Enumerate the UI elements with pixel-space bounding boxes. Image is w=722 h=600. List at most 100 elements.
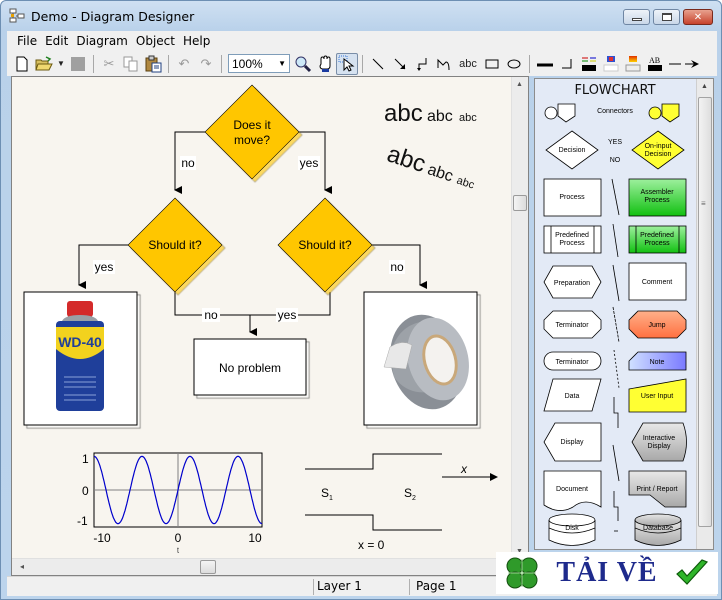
arrow-line-tool-button[interactable] (389, 53, 411, 75)
elbow-connector-button[interactable] (411, 53, 433, 75)
palette-scrollbar[interactable]: ▲ ≡ (696, 79, 713, 549)
cut-button[interactable]: ✂ (98, 53, 120, 75)
svg-text:-10: -10 (93, 531, 111, 545)
menu-diagram[interactable]: Diagram (76, 34, 128, 48)
maximize-button[interactable] (653, 9, 680, 25)
svg-text:Process: Process (644, 240, 670, 247)
open-dropdown-button[interactable]: ▼ (55, 53, 67, 75)
ellipse-tool-button[interactable] (503, 53, 525, 75)
svg-text:Decision: Decision (645, 151, 672, 158)
decision-does-it-move[interactable] (204, 84, 300, 180)
gradient-fill-button[interactable] (622, 53, 644, 75)
minimize-button[interactable] (623, 9, 650, 25)
decision1-line1: Does it (233, 118, 271, 132)
line-color-button[interactable] (578, 53, 600, 75)
paste-button[interactable] (142, 53, 164, 75)
zoom-icon (295, 56, 312, 72)
new-button[interactable] (11, 53, 33, 75)
x-zero-label: x = 0 (358, 538, 385, 552)
decision-should-it-left[interactable] (127, 197, 223, 293)
title-bar[interactable]: Demo - Diagram Designer ✕ (1, 1, 721, 31)
open-button[interactable] (33, 53, 55, 75)
undo-icon: ↶ (178, 55, 190, 71)
horizontal-scroll-thumb[interactable] (200, 560, 216, 574)
svg-text:10: 10 (248, 531, 262, 545)
edge-label-yes: yes (278, 308, 297, 322)
menu-file[interactable]: File (17, 34, 38, 48)
fill-color-button[interactable] (600, 53, 622, 75)
scroll-down-icon[interactable]: ▼ (516, 548, 523, 555)
edge-label-no: no (204, 308, 218, 322)
line-icon (372, 58, 384, 69)
undo-button[interactable]: ↶ (173, 53, 195, 75)
copy-button[interactable] (120, 53, 142, 75)
rectangle-tool-button[interactable] (481, 53, 503, 75)
svg-text:Preparation: Preparation (554, 280, 590, 287)
sine-chart[interactable]: 1 0 -1 -10 0 10 t (77, 452, 263, 555)
palette-title: FLOWCHART (574, 83, 656, 98)
redo-button[interactable]: ↷ (195, 53, 217, 75)
scroll-left-icon[interactable]: ◂ (20, 562, 25, 571)
scroll-up-icon[interactable]: ▲ (516, 81, 523, 88)
svg-text:Interactive: Interactive (643, 435, 675, 442)
cut-icon: ✂ (103, 55, 115, 71)
pan-button[interactable] (314, 53, 336, 75)
vertical-scroll-thumb[interactable] (513, 195, 527, 211)
font-color-button[interactable]: AB (644, 53, 666, 75)
diagram-canvas[interactable]: Does it move? Should it? Should it? no y… (11, 76, 529, 576)
menu-help[interactable]: Help (182, 34, 211, 48)
menu-object[interactable]: Object (135, 34, 175, 48)
chart-x-ticks: -10 0 10 (93, 531, 262, 545)
palette-scroll-thumb[interactable] (698, 97, 712, 527)
fill-color-icon (603, 55, 619, 71)
menu-edit[interactable]: Edit (45, 34, 69, 48)
palette-connector-circle (544, 106, 558, 120)
zoom-button[interactable] (292, 53, 314, 75)
scroll-up-icon[interactable]: ▲ (701, 83, 708, 90)
line-tool-button[interactable] (367, 53, 389, 75)
svg-text:Assembler: Assembler (640, 189, 674, 196)
svg-text:Process: Process (559, 240, 585, 247)
text-tool-button[interactable]: abc (455, 53, 481, 75)
minimize-icon (631, 18, 642, 21)
zoom-level-value: 100% (232, 56, 263, 71)
svg-text:Disk: Disk (565, 525, 579, 532)
arrow-style-button[interactable] (666, 53, 702, 75)
close-button[interactable]: ✕ (683, 9, 713, 25)
svg-text:-1: -1 (77, 514, 88, 528)
region-s2-label: S (404, 486, 412, 500)
palette-connectors-label: Connectors (597, 108, 633, 115)
edge-label-yes: yes (300, 156, 319, 170)
decision-should-it-right[interactable] (277, 197, 373, 293)
arrow-line-icon (394, 58, 406, 69)
canvas-horizontal-scrollbar[interactable]: ◂ (12, 558, 512, 575)
result-box[interactable] (193, 338, 307, 396)
svg-text:Display: Display (561, 439, 584, 446)
line-color-icon (582, 57, 596, 71)
checkmark-icon (676, 559, 709, 585)
svg-text:Predefined: Predefined (555, 232, 589, 239)
diagram-drawing[interactable]: Does it move? Should it? Should it? no y… (12, 77, 512, 557)
svg-text:User Input: User Input (641, 393, 673, 400)
line-width-button[interactable] (534, 53, 556, 75)
line-corner-button[interactable] (556, 53, 578, 75)
curve-connector-button[interactable] (433, 53, 455, 75)
curve-connector-icon (437, 58, 450, 70)
window-title: Demo - Diagram Designer (31, 9, 195, 24)
svg-text:1: 1 (82, 452, 89, 466)
flowchart-palette: FLOWCHART (534, 78, 714, 550)
svg-text:abc: abc (459, 112, 477, 124)
redo-icon: ↷ (200, 55, 212, 71)
decision1-line2: move? (234, 133, 270, 147)
select-pointer-button[interactable] (336, 52, 358, 75)
zoom-level-select[interactable]: 100% ▼ (228, 54, 290, 73)
text-sample-horizontal[interactable]: abc abc abc (384, 100, 477, 127)
wd40-can-image: WD-40 (56, 301, 104, 411)
save-button[interactable] (67, 53, 89, 75)
canvas-vertical-scrollbar[interactable]: ▲ ▼ (511, 77, 528, 559)
save-icon (71, 56, 85, 71)
palette-shapes[interactable]: Connectors Decision YES NO On-input Deci… (535, 79, 697, 549)
text-sample-rotated[interactable]: abc abc abc (384, 140, 480, 194)
svg-text:abc: abc (425, 161, 455, 185)
step-potential-diagram[interactable]: x S 1 S 2 x = 0 (305, 453, 498, 552)
